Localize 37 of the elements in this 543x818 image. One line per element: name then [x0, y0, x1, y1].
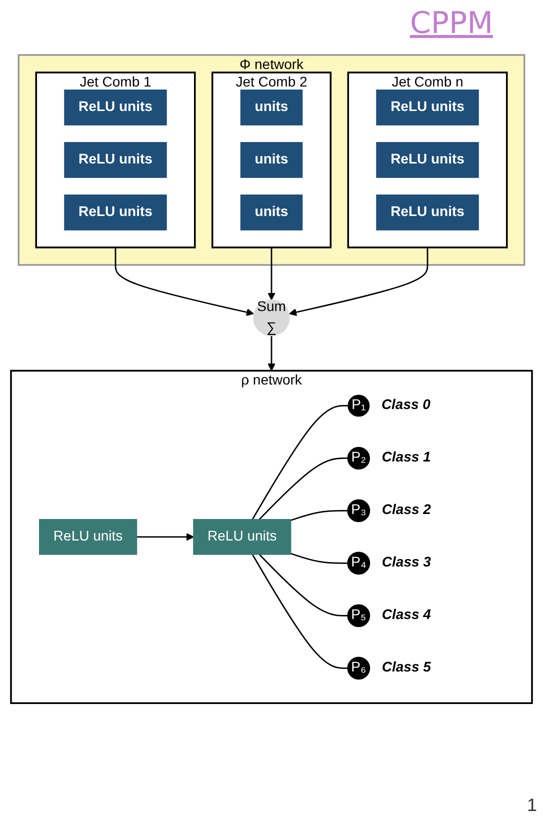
node-circle: P₁	[348, 394, 370, 417]
connector	[290, 552, 348, 564]
node-label: Class 5	[382, 660, 431, 676]
arrow	[268, 247, 276, 300]
connector	[258, 554, 348, 616]
node-box: units	[240, 142, 303, 178]
node-box: ReLU units	[39, 519, 138, 555]
node-label: Class 0	[381, 398, 430, 413]
connector	[258, 458, 348, 520]
arrow	[268, 336, 276, 372]
node-circle: P₅	[347, 604, 370, 628]
node-box: ReLU units	[64, 142, 167, 178]
node-box: ReLU units	[376, 90, 479, 126]
node-label: Class 2	[382, 502, 431, 518]
node-circle: P₆	[347, 656, 370, 680]
node-box: ReLU units	[64, 90, 167, 126]
arrow	[136, 533, 194, 541]
node-circle: P₂	[347, 446, 370, 470]
node-label: Class 4	[382, 608, 431, 623]
header-link-text: CPPM	[410, 6, 493, 41]
node-box: units	[240, 90, 303, 126]
connector	[252, 554, 348, 669]
node-box: ReLU units	[376, 194, 479, 230]
node-circle: P₄	[347, 552, 370, 575]
arrow	[114, 247, 254, 316]
node-label: Class 1	[382, 450, 431, 466]
node-circle: P₃	[347, 499, 370, 522]
node-box: ReLU units	[376, 142, 479, 178]
connector	[290, 510, 348, 522]
node-box: ReLU units	[193, 519, 292, 555]
node-label: Class 3	[382, 555, 431, 570]
connector	[252, 405, 348, 520]
node-box: units	[240, 194, 303, 230]
node-circle: Sum ∑	[253, 300, 290, 336]
arrow	[289, 247, 428, 316]
node-box: ReLU units	[64, 194, 167, 230]
page-number: 1	[526, 795, 537, 815]
